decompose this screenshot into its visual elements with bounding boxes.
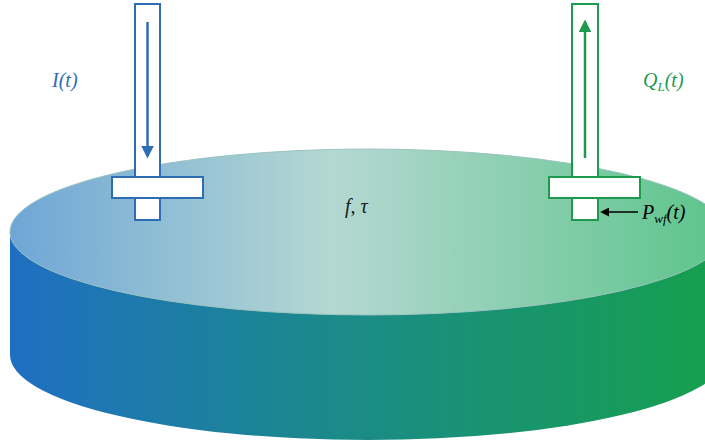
bottomhole-pressure-label: Pwf(t) bbox=[642, 202, 685, 225]
reservoir-parameters-label: f, τ bbox=[345, 196, 368, 216]
injector-well bbox=[112, 4, 203, 220]
production-rate-label: QL(t) bbox=[643, 70, 684, 93]
injection-arrow bbox=[146, 22, 149, 156]
producer-well bbox=[549, 4, 640, 220]
production-arrow bbox=[584, 22, 587, 158]
pressure-pointer bbox=[602, 211, 638, 213]
injection-rate-label: I(t) bbox=[52, 70, 78, 90]
reservoir-top bbox=[10, 149, 705, 315]
